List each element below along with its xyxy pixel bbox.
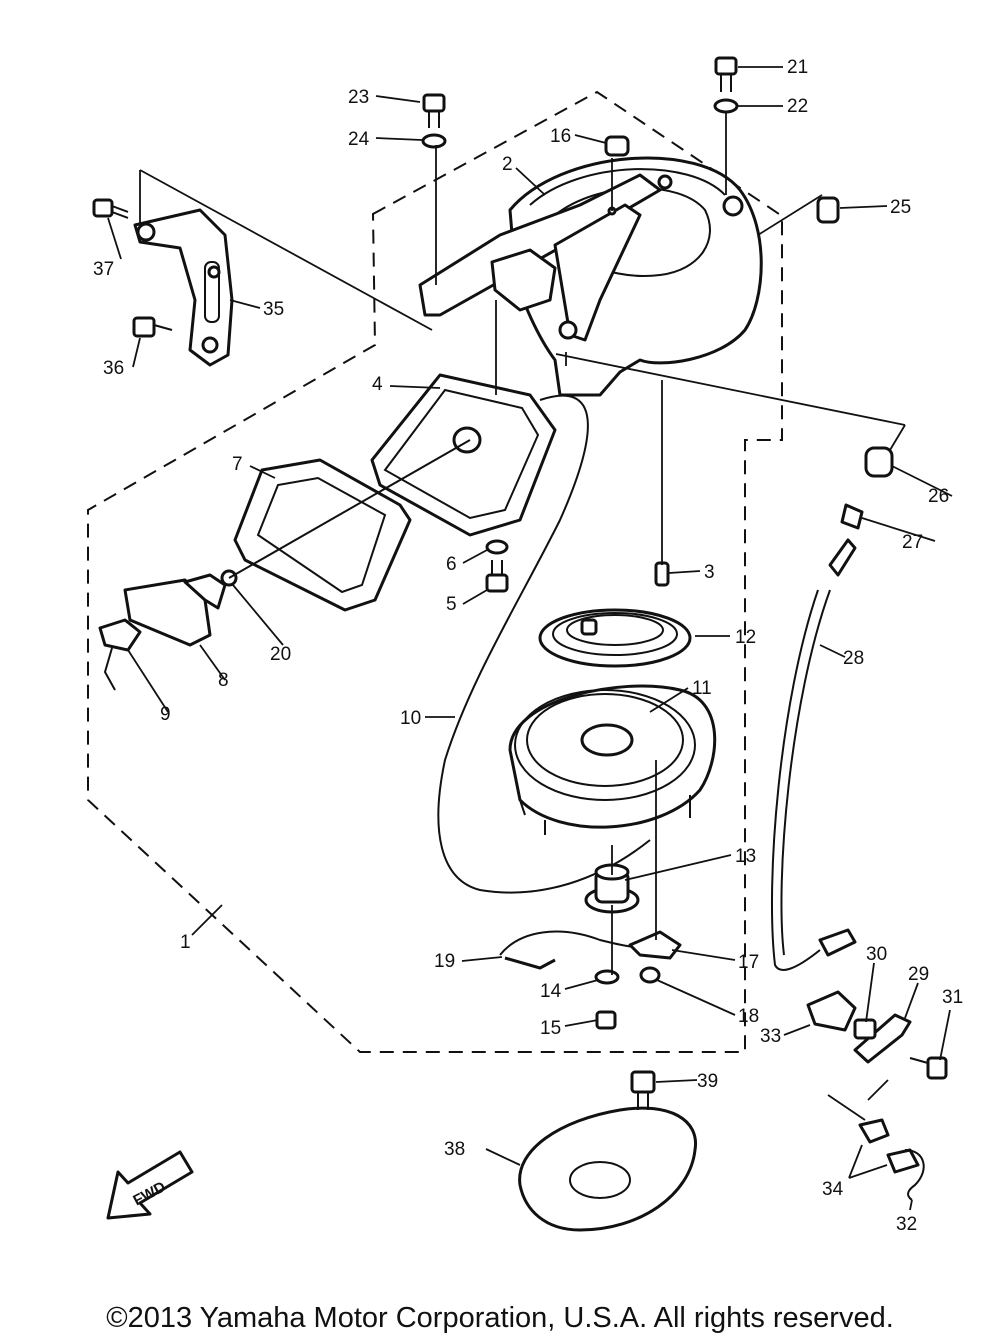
callout-12: 12 bbox=[735, 627, 756, 648]
collar-16 bbox=[604, 135, 630, 157]
callout-18: 18 bbox=[738, 1006, 759, 1027]
bolt-36 bbox=[132, 316, 173, 338]
wire-32 bbox=[904, 1149, 925, 1201]
sheave-shaft bbox=[584, 863, 640, 914]
callout-1: 1 bbox=[180, 932, 191, 953]
cable-end-26 bbox=[864, 446, 894, 478]
exploded-parts-diagram: FWD 1 2 3 4 5 6 7 8 9 10 11 12 13 14 15 … bbox=[87, 56, 963, 1235]
callout-14: 14 bbox=[540, 981, 562, 1002]
cable-28 bbox=[770, 538, 857, 971]
spiral-spring bbox=[538, 608, 692, 668]
bolt-15 bbox=[595, 1010, 617, 1030]
fwd-arrow-icon: FWD bbox=[106, 1150, 194, 1220]
clip-34 bbox=[858, 1118, 920, 1174]
callout-38: 38 bbox=[444, 1139, 465, 1160]
callout-20: 20 bbox=[270, 644, 291, 665]
callout-9: 9 bbox=[160, 704, 171, 725]
callout-27: 27 bbox=[902, 532, 923, 553]
callout-6: 6 bbox=[446, 554, 457, 575]
clamp-33 bbox=[806, 990, 857, 1032]
callout-13: 13 bbox=[735, 846, 756, 867]
callout-33: 33 bbox=[760, 1026, 781, 1047]
callout-15: 15 bbox=[540, 1018, 561, 1039]
callout-31: 31 bbox=[942, 987, 963, 1008]
callout-7: 7 bbox=[232, 454, 243, 475]
lever-29 bbox=[853, 1013, 912, 1064]
handle-grip bbox=[233, 458, 412, 612]
callout-16: 16 bbox=[550, 126, 571, 147]
callout-39: 39 bbox=[697, 1071, 718, 1092]
callout-19: 19 bbox=[434, 951, 455, 972]
callout-30: 30 bbox=[866, 944, 887, 965]
washer-24 bbox=[421, 133, 447, 149]
collar-25 bbox=[816, 196, 840, 224]
washer-6 bbox=[485, 539, 509, 555]
callout-28: 28 bbox=[843, 648, 864, 669]
callout-29: 29 bbox=[908, 964, 929, 985]
leader-lines bbox=[107, 66, 953, 1211]
bolt-23 bbox=[422, 93, 446, 128]
circlip-18 bbox=[639, 966, 661, 984]
callout-8: 8 bbox=[218, 670, 229, 691]
callout-24: 24 bbox=[348, 129, 370, 150]
callout-5: 5 bbox=[446, 594, 457, 615]
nut-30 bbox=[853, 1018, 877, 1040]
bolt-39 bbox=[630, 1070, 656, 1110]
sheave-drum bbox=[508, 684, 717, 835]
spring-27 bbox=[840, 503, 864, 530]
callout-17: 17 bbox=[738, 952, 759, 973]
plate-38 bbox=[518, 1106, 698, 1232]
connector-lines bbox=[139, 112, 906, 1121]
washer-14 bbox=[594, 969, 620, 985]
callout-25: 25 bbox=[890, 197, 911, 218]
callout-22: 22 bbox=[787, 96, 808, 117]
bolt-5 bbox=[485, 560, 509, 593]
callout-37: 37 bbox=[93, 259, 114, 280]
callout-4: 4 bbox=[372, 374, 383, 395]
callout-3: 3 bbox=[704, 562, 715, 583]
seal-9 bbox=[98, 618, 142, 691]
callout-23: 23 bbox=[348, 87, 369, 108]
starter-case bbox=[418, 156, 763, 397]
drive-pawl bbox=[628, 930, 682, 960]
washer-22 bbox=[713, 98, 739, 114]
callout-10: 10 bbox=[400, 708, 421, 729]
bracket bbox=[133, 208, 234, 367]
starter-handle bbox=[123, 569, 238, 647]
bolt-37 bbox=[92, 198, 129, 219]
bolt-21 bbox=[714, 56, 738, 92]
starter-rope bbox=[228, 394, 651, 894]
callout-11: 11 bbox=[692, 678, 712, 699]
callout-2: 2 bbox=[502, 154, 513, 175]
callout-32: 32 bbox=[896, 1214, 917, 1235]
bolt-31 bbox=[909, 1056, 948, 1080]
copyright-notice: ©2013 Yamaha Motor Corporation, U.S.A. A… bbox=[106, 1302, 894, 1334]
callout-36: 36 bbox=[103, 358, 124, 379]
callout-26: 26 bbox=[928, 486, 949, 507]
callout-35: 35 bbox=[263, 299, 284, 320]
drive-spring bbox=[499, 930, 651, 970]
pin-3 bbox=[654, 561, 670, 587]
handle-holder bbox=[370, 373, 557, 537]
callout-21: 21 bbox=[787, 57, 808, 78]
callout-34: 34 bbox=[822, 1179, 844, 1200]
